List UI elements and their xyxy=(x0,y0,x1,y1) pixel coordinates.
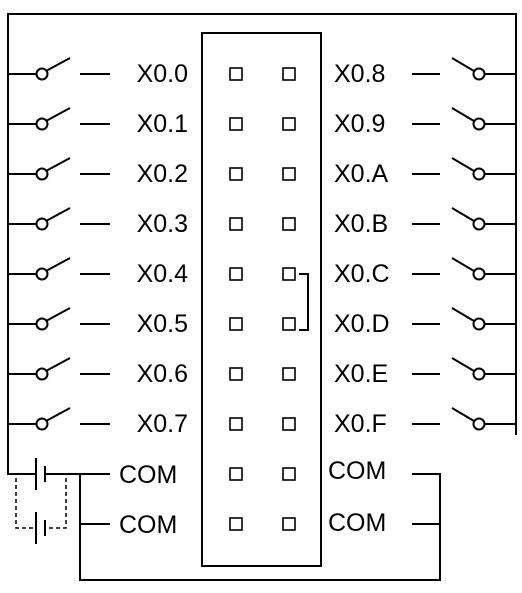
right-switch-contact xyxy=(472,167,486,181)
left-switch-blade xyxy=(45,107,71,122)
terminal-square xyxy=(229,267,243,281)
left-switch-contact xyxy=(35,367,49,381)
left-switch-blade xyxy=(45,307,71,322)
right-switch-contact xyxy=(472,367,486,381)
left-switch-contact xyxy=(35,417,49,431)
terminal-square xyxy=(282,267,296,281)
terminal-square xyxy=(282,467,296,481)
right-switch-contact xyxy=(472,417,486,431)
right-switch-blade xyxy=(451,307,475,322)
right-switch-blade xyxy=(451,57,475,72)
left-switch-contact xyxy=(35,217,49,231)
left-switch-blade xyxy=(45,57,71,72)
left-switch-blade xyxy=(45,357,71,372)
input-label-right: X0.F xyxy=(334,410,387,438)
left-switch-blade xyxy=(45,257,71,272)
right-switch-blade xyxy=(451,257,475,272)
terminal-square xyxy=(282,367,296,381)
com-bridge-wire xyxy=(79,473,441,581)
right-switch-blade xyxy=(451,357,475,372)
terminal-square xyxy=(229,517,243,531)
right-switch-contact xyxy=(472,217,486,231)
terminal-square xyxy=(282,117,296,131)
input-label-right: X0.D xyxy=(334,310,390,338)
terminal-block xyxy=(201,32,322,567)
input-label-left: X0.3 xyxy=(136,210,188,238)
input-label-left: X0.7 xyxy=(136,410,188,438)
input-label-right: X0.C xyxy=(334,260,390,288)
input-label-left: X0.5 xyxy=(136,310,188,338)
right-switch-blade xyxy=(451,157,475,172)
com-label-right-1: COM xyxy=(328,457,387,485)
right-switch-blade xyxy=(451,107,475,122)
terminal-square xyxy=(282,217,296,231)
com-label-right-2: COM xyxy=(328,509,387,537)
alt-battery-wire-right xyxy=(45,478,67,529)
input-label-right: X0.B xyxy=(334,210,389,238)
terminal-square xyxy=(229,67,243,81)
terminal-square xyxy=(282,517,296,531)
right-switch-contact xyxy=(472,267,486,281)
jumper-wire xyxy=(299,273,309,331)
input-label-left: X0.4 xyxy=(136,260,188,288)
com-label-left-1: COM xyxy=(119,461,178,489)
right-switch-contact xyxy=(472,117,486,131)
input-label-right: X0.8 xyxy=(334,60,386,88)
right-switch-blade xyxy=(451,207,475,222)
terminal-square xyxy=(229,217,243,231)
terminal-square xyxy=(282,167,296,181)
terminal-square xyxy=(282,67,296,81)
alt-battery-wire-left xyxy=(15,478,36,529)
terminal-square xyxy=(229,417,243,431)
com-label-left-2: COM xyxy=(119,511,178,539)
input-label-right: X0.9 xyxy=(334,110,386,138)
terminal-square xyxy=(229,117,243,131)
left-switch-contact xyxy=(35,167,49,181)
input-label-right: X0.A xyxy=(334,160,389,188)
left-switch-blade xyxy=(45,157,71,172)
right-switch-blade xyxy=(451,407,475,422)
input-label-left: X0.6 xyxy=(136,360,188,388)
input-label-left: X0.2 xyxy=(136,160,188,188)
left-switch-contact xyxy=(35,67,49,81)
left-com-wire xyxy=(7,425,36,475)
left-switch-contact xyxy=(35,317,49,331)
terminal-square xyxy=(229,317,243,331)
right-switch-contact xyxy=(472,67,486,81)
terminal-square xyxy=(229,367,243,381)
input-label-right: X0.E xyxy=(334,360,389,388)
terminal-square xyxy=(229,167,243,181)
left-switch-contact xyxy=(35,117,49,131)
terminal-square xyxy=(229,467,243,481)
left-switch-blade xyxy=(45,207,71,222)
left-switch-blade xyxy=(45,407,71,422)
right-switch-contact xyxy=(472,317,486,331)
input-label-left: X0.1 xyxy=(136,110,188,138)
input-label-left: X0.0 xyxy=(136,60,188,88)
terminal-square xyxy=(282,417,296,431)
terminal-square xyxy=(282,317,296,331)
left-switch-contact xyxy=(35,267,49,281)
